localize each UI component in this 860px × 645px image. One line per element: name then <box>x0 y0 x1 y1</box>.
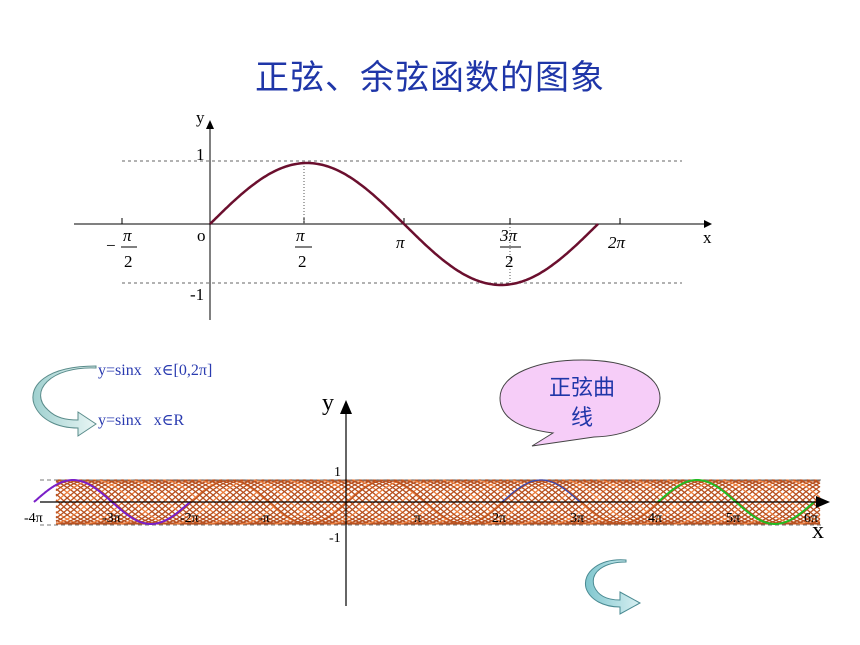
bottom-x-tick-label: -2π <box>180 511 199 526</box>
top-tick-neg-pi-num: π <box>123 226 132 245</box>
top-tick-2pi-label: 2π <box>608 233 626 252</box>
sine-wave-copy <box>55 479 821 525</box>
top-origin-label: o <box>197 226 206 245</box>
top-y-label: y <box>196 108 205 127</box>
sine-wave-copy <box>55 479 821 525</box>
sine-wave-copy <box>55 479 821 525</box>
bottom-y-tick-neg1: -1 <box>329 531 341 546</box>
bubble-line-2: 线 <box>570 406 593 431</box>
top-sine-curve <box>209 161 599 287</box>
top-tick-pi-half-num: π <box>296 226 305 245</box>
top-y-tick-1: 1 <box>196 145 205 164</box>
sine-wave-copy <box>55 479 821 525</box>
bottom-x-tick-label: 2π <box>492 511 506 526</box>
page-title: 正弦、余弦函数的图象 <box>255 58 605 98</box>
bottom-x-tick-label: 3π <box>570 511 584 526</box>
sine-wave-copy <box>55 479 821 525</box>
formula-interval: y=sinx x∈[0,2π] <box>98 362 213 379</box>
top-y-tick-neg1: -1 <box>190 285 204 304</box>
formula-real: y=sinx x∈R <box>98 412 185 429</box>
top-x-arrow <box>704 220 712 228</box>
top-tick-pi-half-den: 2 <box>298 252 307 271</box>
top-tick-3pi-den: 2 <box>505 252 514 271</box>
top-tick-pi-label: π <box>396 233 405 252</box>
bubble-line-1: 正弦曲 <box>548 376 615 401</box>
bottom-x-tick-labels: -4π -3π -2π -π π 2π 3π 4π 5π 6π <box>24 511 818 526</box>
sine-wave-copy <box>55 479 821 525</box>
top-y-arrow <box>206 120 214 129</box>
sine-wave-copy <box>55 479 821 525</box>
top-tick-neg-sign: − <box>106 236 116 255</box>
bottom-x-tick-label: -π <box>258 511 270 526</box>
top-tick-3pi-num: 3π <box>499 226 518 245</box>
bottom-x-tick-label: 5π <box>726 511 740 526</box>
bottom-x-tick-label: 4π <box>648 511 662 526</box>
bottom-y-label: y <box>322 390 334 416</box>
sine-wave-copy <box>55 479 821 525</box>
bottom-x-tick-label: -4π <box>24 511 43 526</box>
bottom-x-tick-label: 6π <box>804 511 818 526</box>
top-x-label: x <box>703 228 712 247</box>
bottom-x-tick-label: π <box>414 511 421 526</box>
bottom-x-tick-label: -3π <box>102 511 121 526</box>
bottom-x-label: x <box>812 518 824 544</box>
bubble-text: 正弦曲 线 <box>532 374 632 434</box>
sine-wave-copy <box>55 479 821 525</box>
bottom-y-arrow <box>340 400 352 414</box>
sine-wave-copy <box>55 479 821 525</box>
bottom-blue-curve <box>501 479 581 503</box>
sine-wave-copy <box>55 479 821 525</box>
top-tick-neg-pi-den: 2 <box>124 252 133 271</box>
bottom-x-arrow <box>816 496 830 508</box>
sine-wave-copy <box>55 479 821 525</box>
bottom-y-tick-1: 1 <box>334 465 341 480</box>
